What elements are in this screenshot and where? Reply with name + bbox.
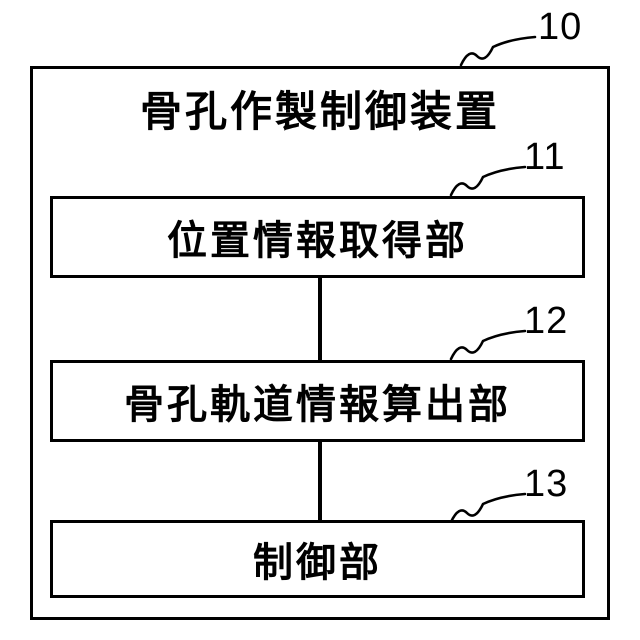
block-position-info-acquisition: 位置情報取得部: [50, 196, 585, 278]
ref-label-13: 13: [524, 463, 569, 505]
block-label: 位置情報取得部: [167, 219, 468, 263]
ref-connector-12-icon: [449, 329, 527, 361]
ref-label-12: 12: [524, 300, 569, 342]
ref-connector-13-icon: [449, 492, 527, 524]
block-control-unit: 制御部: [50, 520, 585, 598]
ref-label-10: 10: [538, 6, 583, 48]
block-label: 骨孔軌道情報算出部: [124, 383, 511, 427]
connector-line-11-12: [318, 278, 322, 360]
device-title: 骨孔作製制御装置: [139, 88, 500, 135]
block-bone-hole-trajectory-calculation: 骨孔軌道情報算出部: [50, 360, 585, 442]
block-label: 制御部: [253, 541, 382, 585]
ref-connector-10-icon: [459, 35, 537, 67]
connector-line-12-13: [318, 442, 322, 520]
ref-label-11: 11: [524, 136, 566, 178]
ref-connector-11-icon: [449, 165, 527, 197]
